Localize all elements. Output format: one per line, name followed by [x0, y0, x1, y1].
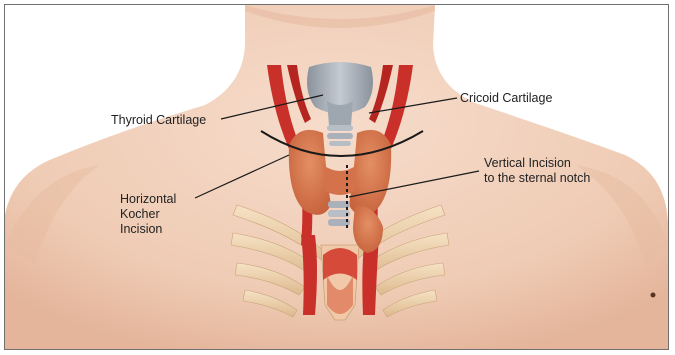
horizontal-text: Horizontal	[120, 192, 176, 207]
vertical-incision-label: Vertical Incision to the sternal notch	[484, 156, 590, 186]
sternal-notch-text: to the sternal notch	[484, 171, 590, 186]
thyroid-cartilage-text: Thyroid Cartilage	[111, 113, 206, 127]
vertical-incision-text: Vertical Incision	[484, 156, 590, 171]
incision-text: Incision	[120, 222, 176, 237]
kocher-text: Kocher	[120, 207, 176, 222]
anatomy-figure: Thyroid Cartilage Cricoid Cartilage Hori…	[4, 4, 669, 350]
cricoid-cartilage-label: Cricoid Cartilage	[460, 91, 552, 106]
thyroid-cartilage-label: Thyroid Cartilage	[111, 113, 206, 128]
cricoid-cartilage-text: Cricoid Cartilage	[460, 91, 552, 105]
horizontal-kocher-incision-label: Horizontal Kocher Incision	[120, 192, 176, 237]
